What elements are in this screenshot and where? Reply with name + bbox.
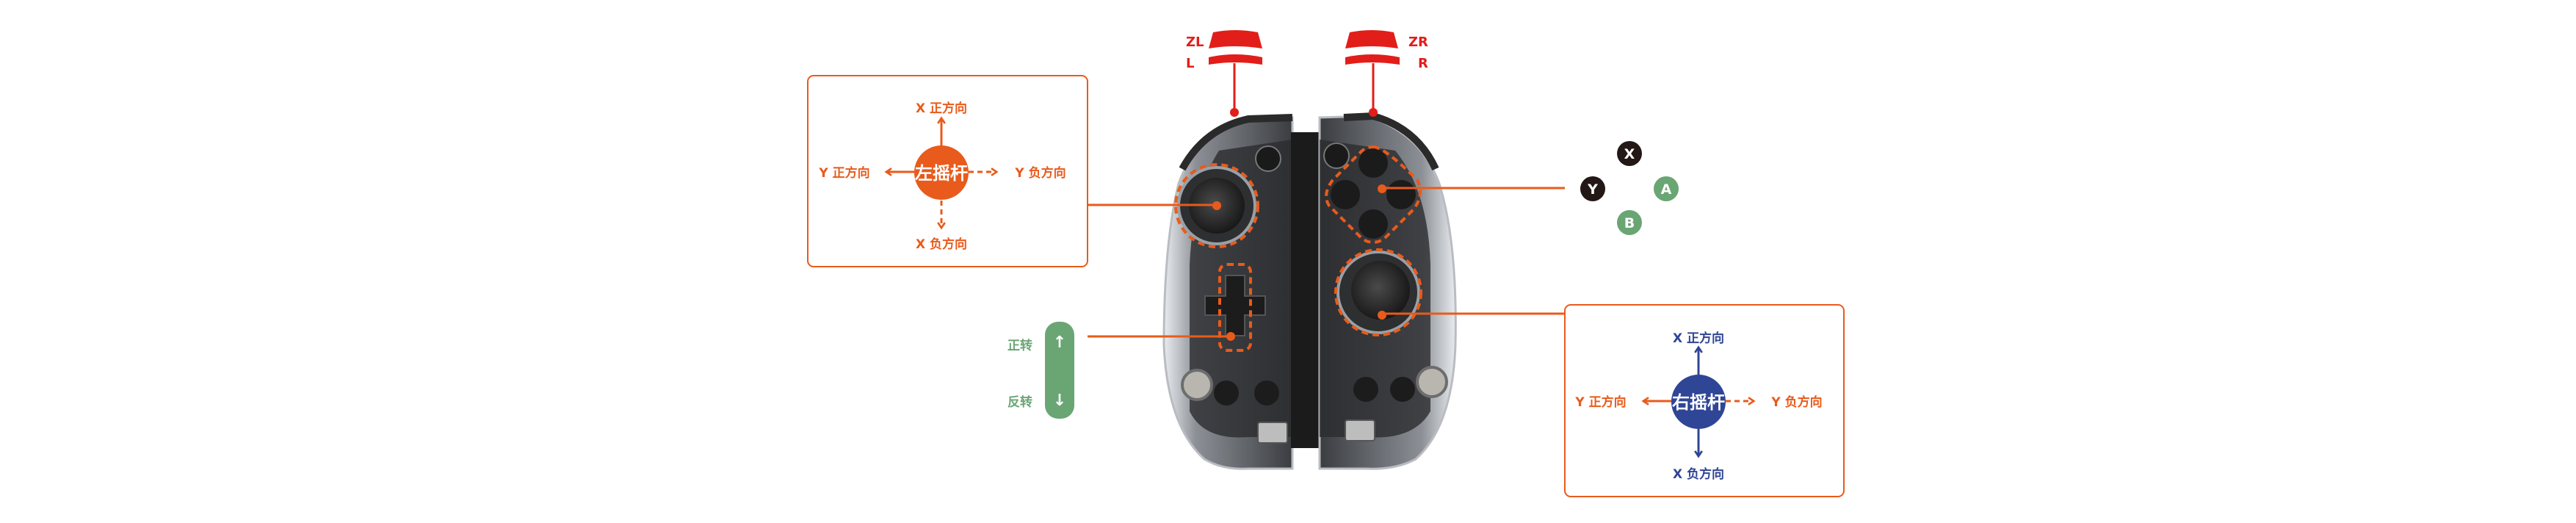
- dpad-callout: ↑ ↓ 正转 反转: [1007, 322, 1235, 419]
- right-down-label: X 负方向: [1673, 466, 1724, 482]
- rotation-pill: [1045, 322, 1074, 419]
- left-down-label: X 负方向: [916, 237, 967, 252]
- center-rail: [1291, 132, 1320, 448]
- left-joycon: [1162, 114, 1294, 470]
- left-stick-label: 左摇杆: [915, 163, 968, 184]
- left-left-label: Y 正方向: [818, 165, 869, 181]
- left-stick-icon: [914, 145, 969, 200]
- x-button-icon: [1617, 141, 1642, 166]
- b-button-icon: [1617, 210, 1642, 235]
- l-bumper-icon: [1209, 54, 1262, 65]
- face-buttons-callout: X Y A B: [1378, 141, 1679, 235]
- zl-trigger-icon: [1209, 30, 1262, 48]
- left-stick-highlight: [1174, 163, 1259, 248]
- x-button-label: X: [1624, 146, 1635, 162]
- l-label: L: [1186, 56, 1194, 71]
- right-trigger-callout: ZR R: [1345, 30, 1428, 117]
- y-button-icon: [1580, 176, 1605, 201]
- right-stick-icon: [1671, 375, 1726, 429]
- left-right-label: Y 负方向: [1014, 165, 1066, 181]
- up-arrow-icon: ↑: [1053, 333, 1066, 352]
- y-button-label: Y: [1587, 181, 1598, 198]
- left-up-label: X 正方向: [916, 101, 967, 116]
- controller-image: [1162, 112, 1457, 470]
- down-arrow-icon: ↓: [1053, 392, 1066, 410]
- zr-label: ZR: [1408, 35, 1428, 50]
- reverse-label: 反转: [1007, 394, 1032, 410]
- right-up-label: X 正方向: [1673, 331, 1724, 346]
- right-stick-callout: 右摇杆 X 正方向 X 负方向 Y 正方向 Y 负方向: [1378, 304, 1845, 497]
- zl-label: ZL: [1186, 35, 1204, 50]
- face-buttons-highlight: [1325, 145, 1422, 244]
- right-left-label: Y 正方向: [1574, 394, 1626, 410]
- forward-label: 正转: [1007, 338, 1032, 353]
- a-button-label: A: [1661, 181, 1672, 198]
- right-right-label: Y 负方向: [1770, 394, 1822, 410]
- a-button-icon: [1654, 176, 1679, 201]
- right-stick-label: 右摇杆: [1672, 392, 1725, 413]
- right-stick-highlight: [1334, 248, 1422, 336]
- left-stick-callout: 左摇杆 X 正方向 X 负方向 Y 正方向 Y 负方向: [807, 75, 1221, 267]
- right-joycon: [1318, 112, 1457, 470]
- left-trigger-callout: ZL L: [1186, 30, 1262, 117]
- r-label: R: [1418, 56, 1428, 71]
- b-button-label: B: [1624, 215, 1635, 231]
- zr-trigger-icon: [1345, 30, 1398, 48]
- r-bumper-icon: [1345, 54, 1400, 65]
